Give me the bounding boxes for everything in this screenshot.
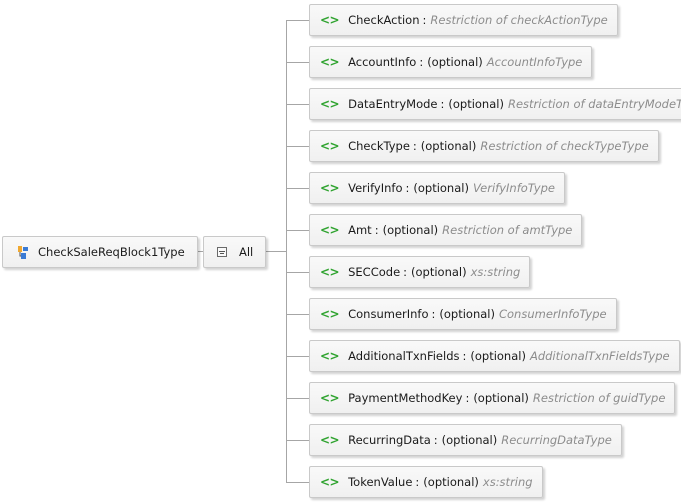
element-tag-icon: <> — [320, 265, 340, 279]
element-separator: : — [405, 181, 410, 195]
element-tag-icon: <> — [320, 307, 340, 321]
element-name: VerifyInfo — [348, 181, 403, 195]
element-type: RecurringDataType — [501, 433, 612, 447]
element-name: CheckType — [348, 139, 410, 153]
element-tag-icon: <> — [320, 181, 340, 195]
element-name: RecurringData — [348, 433, 431, 447]
all-group-node[interactable]: All — [203, 236, 267, 268]
element-branch-line — [286, 314, 309, 315]
group-trunk — [286, 20, 287, 483]
element-separator: : — [419, 55, 424, 69]
element-name: DataEntryMode — [348, 97, 438, 111]
element-type: Restriction of checkActionType — [430, 13, 608, 27]
element-name: AdditionalTxnFields — [348, 349, 460, 363]
element-optional-marker: (optional) — [420, 139, 477, 153]
element-name: TokenValue — [348, 475, 413, 489]
element-optional-marker: (optional) — [473, 391, 529, 405]
element-type: AdditionalTxnFieldsType — [529, 349, 670, 363]
element-tag-icon: <> — [320, 223, 340, 237]
element-branch-line — [286, 398, 309, 399]
element-type: AccountInfoType — [486, 55, 583, 69]
element-separator: : — [431, 307, 436, 321]
element-node[interactable]: <> PaymentMethodKey:(optional)Restriction… — [309, 382, 676, 414]
element-node[interactable]: <> AccountInfo:(optional)AccountInfoType — [309, 46, 593, 78]
element-type: Restriction of guidType — [532, 391, 666, 405]
element-tag-icon: <> — [320, 475, 340, 489]
element-tag-icon: <> — [320, 433, 340, 447]
element-branch-line — [286, 440, 309, 441]
element-branch-line — [286, 146, 309, 147]
element-node[interactable]: <> SECCode:(optional)xs:string — [309, 256, 531, 288]
root-type-label: CheckSaleReqBlock1Type — [38, 245, 185, 259]
element-tag-icon: <> — [320, 13, 340, 27]
element-tag-icon: <> — [320, 391, 340, 405]
element-node[interactable]: <> DataEntryMode:(optional)Restriction of… — [309, 88, 681, 120]
element-branch-line — [286, 482, 309, 483]
complex-type-icon — [18, 245, 28, 259]
element-separator: : — [374, 223, 379, 237]
element-type: xs:string — [470, 265, 521, 279]
element-optional-marker: (optional) — [470, 349, 526, 363]
element-separator: : — [403, 265, 408, 279]
element-node[interactable]: <> VerifyInfo:(optional)VerifyInfoType — [309, 172, 565, 204]
all-group-label: All — [239, 245, 254, 259]
element-branch-line — [286, 356, 309, 357]
element-separator: : — [440, 97, 445, 111]
element-tag-icon: <> — [320, 349, 340, 363]
element-type: Restriction of amtType — [442, 223, 573, 237]
element-separator: : — [433, 433, 438, 447]
element-node[interactable]: <> CheckType:(optional)Restriction of che… — [309, 130, 659, 162]
element-node[interactable]: <> TokenValue:(optional)xs:string — [309, 466, 543, 498]
element-separator: : — [422, 13, 427, 27]
element-name: ConsumerInfo — [348, 307, 429, 321]
element-name: AccountInfo — [348, 55, 417, 69]
element-optional-marker: (optional) — [427, 55, 483, 69]
element-branch-line — [286, 62, 309, 63]
element-type: VerifyInfoType — [472, 181, 555, 195]
element-tag-icon: <> — [320, 55, 340, 69]
element-node[interactable]: <> ConsumerInfo:(optional)ConsumerInfoTyp… — [309, 298, 617, 330]
element-tag-icon: <> — [320, 97, 340, 111]
element-name: Amt — [348, 223, 372, 237]
element-name: SECCode — [348, 265, 401, 279]
element-branch-line — [286, 188, 309, 189]
group-connector — [265, 251, 286, 252]
element-separator: : — [412, 139, 417, 153]
element-branch-line — [286, 20, 309, 21]
element-type: Restriction of checkTypeType — [480, 139, 649, 153]
element-type: ConsumerInfoType — [498, 307, 607, 321]
element-branch-line — [286, 230, 309, 231]
element-optional-marker: (optional) — [448, 97, 504, 111]
element-optional-marker: (optional) — [439, 307, 495, 321]
element-separator: : — [465, 391, 470, 405]
element-node[interactable]: <> AdditionalTxnFields:(optional)Addition… — [309, 340, 680, 372]
element-tag-icon: <> — [320, 139, 340, 153]
element-optional-marker: (optional) — [441, 433, 498, 447]
element-optional-marker: (optional) — [423, 475, 479, 489]
element-name: PaymentMethodKey — [348, 391, 463, 405]
element-optional-marker: (optional) — [382, 223, 439, 237]
element-separator: : — [462, 349, 467, 363]
element-optional-marker: (optional) — [413, 181, 469, 195]
element-optional-marker: (optional) — [411, 265, 467, 279]
element-node[interactable]: <> Amt:(optional)Restriction of amtType — [309, 214, 583, 246]
root-type-node[interactable]: CheckSaleReqBlock1Type — [2, 236, 198, 268]
element-type: xs:string — [482, 475, 533, 489]
element-separator: : — [415, 475, 420, 489]
element-branch-line — [286, 272, 309, 273]
element-node[interactable]: <> RecurringData:(optional)RecurringDataT… — [309, 424, 622, 456]
all-compositor-icon — [217, 247, 227, 257]
element-name: CheckAction — [348, 13, 420, 27]
element-branch-line — [286, 104, 309, 105]
element-node[interactable]: <> CheckAction:Restriction of checkAction… — [309, 4, 618, 36]
element-type: Restriction of dataEntryModeType — [507, 97, 681, 111]
